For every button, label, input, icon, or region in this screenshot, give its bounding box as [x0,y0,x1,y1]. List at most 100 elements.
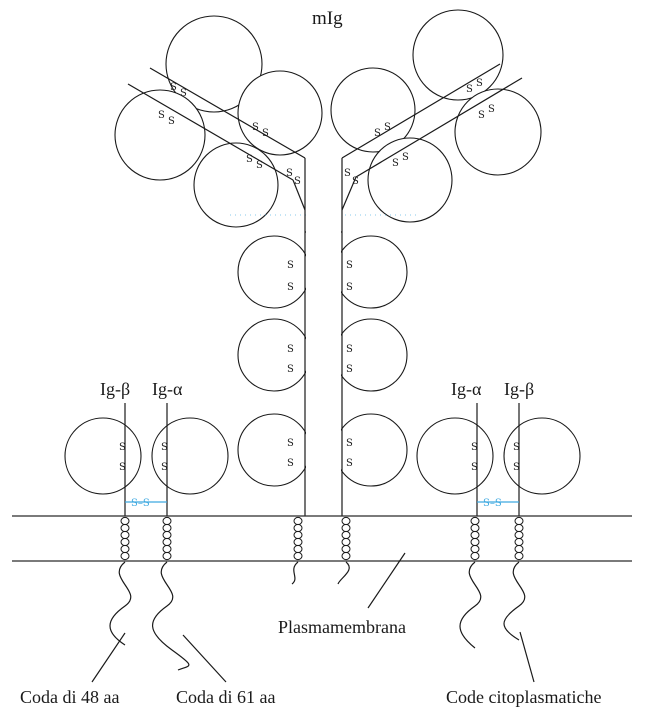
domain-circle [335,319,407,391]
helix-loop [294,517,302,524]
label-ig-beta-left: Ig-β [100,379,130,399]
s-mark: S [466,84,473,95]
s-mark: S [180,88,187,99]
right-blue-ss: S–S [483,498,502,509]
s-mark: S [392,158,399,169]
domain-circle [413,10,503,100]
domain-circle [115,90,205,180]
leader-coda-48 [92,633,125,682]
tail-heavy-right [338,562,349,584]
helix-loop [163,545,171,552]
s-mark: S [246,154,253,165]
s-mark: S [478,110,485,121]
s-mark: S [252,122,259,133]
tail-heavy-left [292,562,298,584]
s-mark: S [119,462,126,473]
helix-loop [515,524,523,531]
s-mark: S [471,442,478,453]
helix-loop [342,524,350,531]
helix-loop [471,552,479,559]
s-mark: S [513,462,520,473]
right-heterodimer: S S S S S–S [417,403,580,516]
domain-circle [238,414,310,486]
s-mark: S [346,282,353,293]
s-mark: S [346,438,353,449]
cytoplasmic-tails [110,562,525,670]
s-mark: S [384,122,391,133]
helix-loop [121,545,129,552]
helix-loop [121,524,129,531]
s-mark: S [119,442,126,453]
s-mark: S [513,442,520,453]
domain-circle [335,236,407,308]
s-mark: S [476,78,483,89]
fab-right-domains [331,10,541,222]
domain-circle [238,236,310,308]
domain-circle [65,418,141,494]
s-mark: S [262,128,269,139]
helix-loop [471,545,479,552]
label-coda-48: Coda di 48 aa [20,687,119,707]
helix-loop [294,538,302,545]
tail-ig-alpha-left [153,562,189,670]
helix-loop [163,524,171,531]
helix-loop [163,517,171,524]
s-mark: S [346,260,353,271]
label-ig-alpha-right: Ig-α [451,379,482,399]
domain-circle [417,418,493,494]
s-mark: S [346,364,353,375]
helix-loop [471,538,479,545]
s-mark: S [402,152,409,163]
s-mark: S [256,160,263,171]
left-heterodimer: S S S S S–S [65,403,228,516]
helix-loop [342,517,350,524]
helix-loop [294,524,302,531]
helix-loop [515,538,523,545]
s-mark: S [170,82,177,93]
helix-loop [471,531,479,538]
s-mark: S [286,168,293,179]
tail-ig-beta-left [110,562,131,645]
domain-circle [504,418,580,494]
s-mark: S [352,176,359,187]
label-coda-61: Coda di 61 aa [176,687,275,707]
helix-loop [294,545,302,552]
s-mark: S [158,110,165,121]
leader-coda-61 [183,635,226,682]
helix-loop [342,538,350,545]
s-mark: S [161,462,168,473]
s-mark: S [287,438,294,449]
s-mark: S [287,282,294,293]
helix-loop [471,524,479,531]
domain-circle [152,418,228,494]
label-code-citoplasmatiche: Code citoplasmatiche [446,687,601,707]
leader-code-citoplasmatiche [520,632,534,682]
s-mark: S [374,128,381,139]
s-mark: S [161,442,168,453]
s-mark: S [346,458,353,469]
helix-loop [121,538,129,545]
helix-loop [515,545,523,552]
helix-loop [515,552,523,559]
stem-gap [306,200,341,516]
s-mark: S [471,462,478,473]
label-plasmamembrana: Plasmamembrana [278,617,406,637]
s-mark: S [346,344,353,355]
domain-circle [335,414,407,486]
tail-ig-beta-right [504,562,525,640]
fab-left-domains [115,16,322,227]
helix-loop [342,545,350,552]
helix-loop [342,552,350,559]
helix-loop [342,531,350,538]
transmembrane-helices [121,517,523,559]
helix-loop [163,552,171,559]
helix-loop [294,552,302,559]
domain-circle [455,89,541,175]
label-ig-alpha-left: Ig-α [152,379,183,399]
tail-ig-alpha-right [460,562,481,648]
domain-circle [238,71,322,155]
helix-loop [471,517,479,524]
s-mark: S [344,168,351,179]
title-mig: mIg [312,8,343,29]
